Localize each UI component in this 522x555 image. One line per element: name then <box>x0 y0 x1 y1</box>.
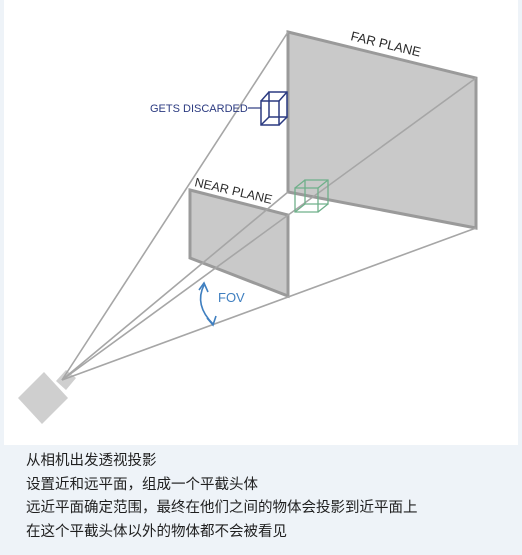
discarded-label: GETS DISCARDED <box>150 103 248 115</box>
caption-line-3: 远近平面确定范围，最终在他们之间的物体会投影到近平面上 <box>26 500 418 516</box>
caption-line-1: 从相机出发透视投影 <box>26 453 157 469</box>
discarded-cube <box>260 91 288 126</box>
frustum-edges <box>61 31 477 381</box>
near-plane <box>188 188 290 299</box>
frustum-diagram: FAR PLANE NEAR PLANE GETS DISCARDED FOV <box>4 0 518 445</box>
caption-line-4: 在这个平截头体以外的物体都不会被看见 <box>26 523 287 540</box>
fov-arc <box>198 281 217 327</box>
frustum-svg: FAR PLANE NEAR PLANE GETS DISCARDED FOV <box>18 28 478 424</box>
caption-line-2: 设置近和远平面，组成一个平截头体 <box>26 476 258 493</box>
inside-cube <box>294 179 329 213</box>
camera-icon <box>18 370 76 424</box>
fov-label: FOV <box>218 290 245 305</box>
caption: 从相机出发透视投影 设置近和远平面，组成一个平截头体 远近平面确定范围，最终在他… <box>26 450 516 544</box>
far-plane <box>286 30 478 230</box>
